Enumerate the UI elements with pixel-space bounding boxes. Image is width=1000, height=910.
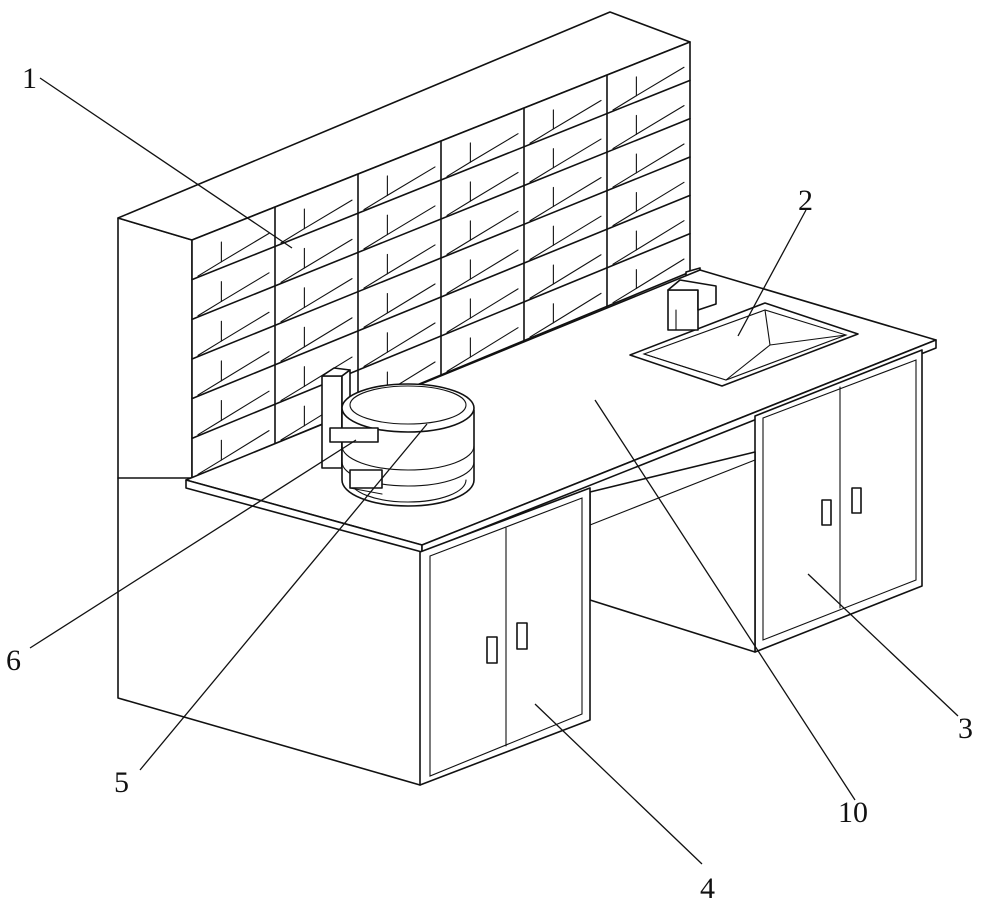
vertical-post — [321, 367, 351, 469]
cubby-side-edge — [363, 351, 388, 368]
cubby-side-edge — [280, 385, 305, 402]
cubby-back-edge — [386, 322, 436, 353]
cubby-back-edge — [220, 430, 270, 461]
label-2: 2 — [798, 184, 813, 217]
cubby-side-edge — [446, 356, 471, 372]
cubby-back-edge — [552, 292, 602, 324]
cubby-back-edge — [303, 199, 353, 230]
cubby-back-edge — [635, 258, 685, 289]
cubby-back-edge — [635, 105, 685, 135]
shelf-board — [191, 117, 691, 321]
label-5: 5 — [114, 766, 129, 799]
cubby-side-edge — [197, 261, 222, 277]
label-10: 10 — [838, 796, 868, 829]
cubby-side-edge — [612, 172, 637, 188]
cubby-back-edge — [220, 390, 270, 421]
cubby-side-edge — [612, 133, 637, 150]
cubby-side-edge — [612, 249, 637, 265]
sink — [629, 302, 859, 387]
faucet — [667, 279, 717, 331]
cubby-side-edge — [529, 205, 554, 222]
label-3: 3 — [958, 712, 973, 745]
cubby-side-edge — [446, 239, 471, 255]
cubby-side-edge — [363, 194, 388, 211]
cubby-side-edge — [197, 300, 222, 317]
cubby-side-edge — [197, 340, 222, 356]
cubby-back-edge — [386, 166, 436, 196]
cubby-back-edge — [386, 244, 436, 275]
cubby-back-edge — [469, 171, 519, 202]
right-cabinet — [754, 349, 923, 653]
left-cabinet — [419, 487, 591, 786]
cubby-back-edge — [552, 138, 602, 169]
cubby-back-edge — [552, 254, 602, 285]
cubby-side-edge — [529, 167, 554, 183]
cubby-back-edge — [469, 249, 519, 280]
callout-labels: 1 2 3 4 5 6 10 — [6, 62, 973, 905]
cubby-back-edge — [469, 288, 519, 319]
cubby-side-edge — [280, 425, 305, 441]
cubby-side-edge — [280, 228, 305, 244]
round-device — [329, 383, 475, 507]
left-cabinet-handle-left — [486, 636, 498, 664]
cubby-side-edge — [280, 346, 305, 362]
cubby-back-edge — [552, 177, 602, 207]
cubby-side-edge — [363, 234, 388, 250]
cubby-side-edge — [529, 244, 554, 261]
cubby-side-edge — [363, 273, 388, 289]
cubby-back-edge — [220, 232, 270, 263]
shelf-board — [191, 232, 691, 440]
cubby-side-edge — [363, 312, 388, 328]
cubby-side-edge — [197, 459, 222, 475]
cubby-back-edge — [220, 351, 270, 382]
cubby-side-edge — [446, 278, 471, 294]
cubby-side-edge — [280, 267, 305, 283]
shelf-board — [191, 156, 691, 360]
cubby-side-edge — [446, 161, 471, 177]
label-6: 6 — [6, 644, 21, 677]
right-cabinet-handle-right — [851, 487, 862, 514]
cubby-side-edge — [280, 306, 305, 323]
shelf-grid — [191, 66, 691, 475]
right-cabinet-handle-left — [821, 499, 832, 526]
cubby-back-edge — [303, 317, 353, 348]
cubby-side-edge — [529, 128, 554, 144]
cubby-back-edge — [635, 143, 685, 174]
cubby-back-edge — [303, 238, 353, 269]
cubby-side-edge — [197, 380, 222, 396]
knee-space — [589, 451, 756, 653]
cubby-side-edge — [197, 419, 222, 436]
shelf-board — [191, 79, 691, 281]
shelving-unit — [117, 11, 691, 479]
device-clamp — [329, 427, 379, 443]
cubby-back-edge — [635, 220, 685, 251]
cubby-side-edge — [529, 322, 554, 338]
cubby-back-edge — [220, 272, 270, 302]
cubby-side-edge — [612, 210, 637, 227]
leader-lines — [29, 77, 959, 865]
left-cabinet-handle-right — [516, 622, 528, 650]
cubby-side-edge — [529, 283, 554, 299]
cubby-back-edge — [386, 205, 436, 236]
cubby-back-edge — [386, 283, 436, 314]
cubby-back-edge — [552, 215, 602, 246]
cubby-side-edge — [446, 317, 471, 333]
cubby-side-edge — [446, 200, 471, 216]
shelf-board — [191, 194, 691, 400]
cubby-back-edge — [635, 66, 685, 97]
label-4: 4 — [700, 872, 715, 905]
cubby-side-edge — [612, 287, 637, 304]
cubby-back-edge — [220, 311, 270, 342]
cubby-back-edge — [469, 133, 519, 163]
cubby-side-edge — [612, 95, 637, 111]
label-1: 1 — [22, 62, 37, 95]
cubby-back-edge — [469, 210, 519, 241]
cubby-back-edge — [303, 278, 353, 308]
cubby-back-edge — [635, 181, 685, 212]
cubby-back-edge — [552, 99, 602, 130]
cubby-back-edge — [469, 327, 519, 358]
